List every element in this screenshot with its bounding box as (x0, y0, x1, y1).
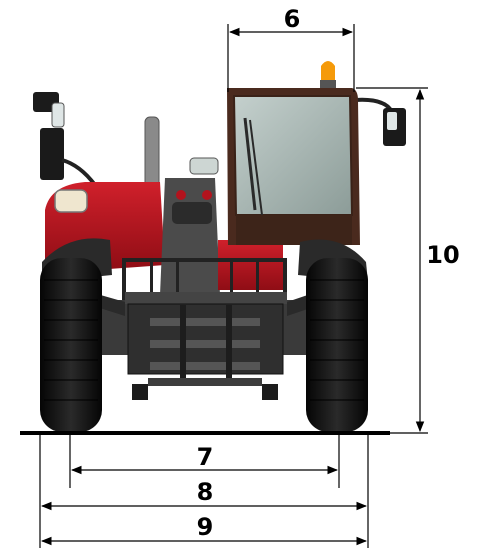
dim-10-label: 10 (426, 241, 459, 269)
telehandler-illustration (33, 61, 406, 432)
left-mirror (33, 92, 97, 187)
boom (160, 157, 220, 295)
left-headlight (54, 189, 88, 213)
exhaust-pipe (144, 116, 160, 193)
cab (227, 88, 360, 245)
body-right (218, 240, 283, 290)
fork-carriage (122, 258, 287, 400)
left-tyre (40, 258, 102, 432)
dim-6-label: 6 (284, 5, 301, 33)
beacon-light (320, 61, 336, 88)
right-tyre (306, 258, 368, 432)
right-mirror (354, 97, 406, 146)
dimension-lines (39, 24, 428, 548)
dim-8-label: 8 (197, 478, 214, 506)
dim-7-label: 7 (197, 443, 214, 471)
dim-9-label: 9 (197, 513, 214, 541)
